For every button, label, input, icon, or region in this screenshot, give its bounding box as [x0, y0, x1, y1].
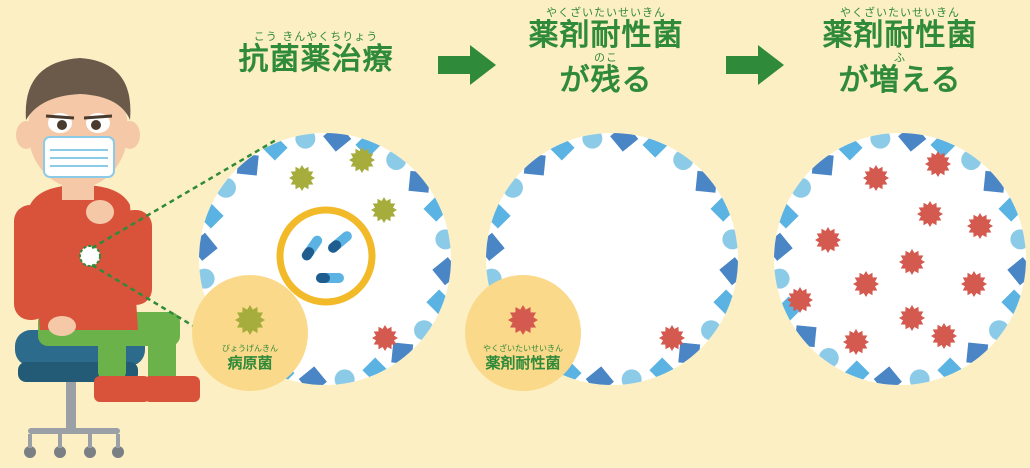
membrane-diamond: [486, 232, 505, 261]
membrane-dot: [989, 320, 1010, 341]
step-2-heading: やくざいたいせいきん 薬剤耐性菌 のこ が残る: [506, 6, 706, 98]
membrane-diamond: [523, 153, 546, 176]
membrane-dot: [199, 268, 215, 289]
membrane-diamond: [719, 257, 738, 286]
membrane-dot: [295, 133, 316, 149]
membrane-dot: [334, 369, 355, 385]
resistant-ruby: やくざいたいせいきん: [483, 344, 563, 353]
step-1-heading: こう きんやくちりょう 抗菌薬治療: [218, 30, 414, 77]
resistant-germ: [899, 305, 925, 331]
resistant-germ: [815, 227, 841, 253]
resistant-badge-germ: [508, 305, 538, 335]
membrane-diamond: [983, 170, 1006, 193]
resistant-germ: [899, 249, 925, 275]
capsule-icon: [316, 273, 344, 283]
resistant-germ: [853, 271, 879, 297]
resistant-badge-label: やくざいたいせいきん 薬剤耐性菌: [464, 344, 582, 372]
membrane-diamond: [323, 133, 352, 152]
membrane-dot: [1010, 229, 1026, 250]
membrane-diamond: [695, 170, 718, 193]
arrow-step-2-to-3: [726, 45, 784, 85]
resistant-germ: [372, 325, 398, 351]
membrane-diamond: [678, 342, 701, 365]
membrane-dot: [414, 320, 435, 341]
membrane-diamond: [873, 366, 902, 385]
resistant-germ: [659, 325, 685, 351]
membrane-diamond: [811, 153, 834, 176]
membrane-dot: [582, 133, 603, 149]
resistant-germ: [967, 213, 993, 239]
capsule-half: [301, 247, 315, 261]
zoom-line-bottom: [91, 263, 201, 332]
membrane-dot: [909, 369, 930, 385]
membrane-diamond: [1007, 257, 1026, 286]
capsule-icon: [328, 231, 352, 253]
capsule-half: [316, 273, 330, 283]
pathogen-badge-label: びょうげんきん 病原菌: [192, 344, 308, 372]
pathogen-badge-germ: [235, 305, 265, 335]
membrane-dot: [215, 177, 236, 198]
step-3-title: 薬剤耐性菌: [822, 18, 978, 53]
step-1-title: 抗菌薬治療: [238, 42, 394, 77]
pathogen-germ: [289, 165, 315, 191]
resistant-germ: [961, 271, 987, 297]
proliferation-circle: [774, 133, 1026, 385]
membrane-diamond: [298, 366, 327, 385]
pathogen-germ: [371, 197, 397, 223]
membrane-diamond: [199, 232, 218, 261]
arrow-step-1-to-2: [438, 45, 496, 85]
membrane-dot: [870, 133, 891, 149]
step-3-ruby-2: ふ: [894, 51, 906, 64]
resistant-germ: [925, 151, 951, 177]
step-2-ruby-2: のこ: [594, 51, 618, 64]
step-1-ruby: こう きんやくちりょう: [253, 30, 379, 43]
step-3-ruby: やくざいたいせいきん: [840, 6, 960, 19]
pathogen-ruby: びょうげんきん: [222, 344, 278, 353]
membrane-dot: [961, 149, 982, 170]
membrane-diamond: [774, 232, 793, 261]
patient-figure: [14, 58, 200, 458]
membrane-dot: [673, 149, 694, 170]
membrane-diamond: [585, 366, 614, 385]
resistant-germ: [863, 165, 889, 191]
step-3-heading: やくざいたいせいきん 薬剤耐性菌 ふ が増える: [800, 6, 1000, 98]
membrane-dot: [701, 320, 722, 341]
step-2-title-2: が残る: [559, 63, 653, 98]
membrane-dot: [621, 369, 642, 385]
resistant-label: 薬剤耐性菌: [485, 354, 561, 372]
membrane-diamond: [432, 257, 451, 286]
capsule-icon: [301, 235, 323, 261]
pathogen-germ: [349, 147, 375, 173]
antibiotic-ring: [276, 206, 376, 306]
membrane-dot: [790, 177, 811, 198]
membrane-diamond: [794, 325, 817, 348]
membrane-dot: [435, 229, 451, 250]
membrane-diamond: [408, 170, 431, 193]
step-2-title: 薬剤耐性菌: [528, 18, 684, 53]
membrane-diamond: [966, 342, 989, 365]
resistant-germ: [917, 201, 943, 227]
membrane-dot: [722, 229, 738, 250]
step-3-title-2: が増える: [838, 63, 962, 98]
membrane-dot: [818, 348, 839, 369]
capsule-half: [328, 240, 342, 253]
resistant-germ: [843, 329, 869, 355]
membrane-diamond: [898, 133, 927, 152]
pathogen-label: 病原菌: [227, 354, 273, 372]
resistant-germ: [931, 323, 957, 349]
membrane-diamond: [610, 133, 639, 152]
membrane-diamond: [391, 342, 414, 365]
membrane-dot: [386, 149, 407, 170]
proliferation-circle-membrane: [774, 133, 1026, 385]
membrane-dot: [502, 177, 523, 198]
resistant-germ: [787, 287, 813, 313]
step-2-ruby: やくざいたいせいきん: [546, 6, 666, 19]
membrane-dot: [774, 268, 790, 289]
